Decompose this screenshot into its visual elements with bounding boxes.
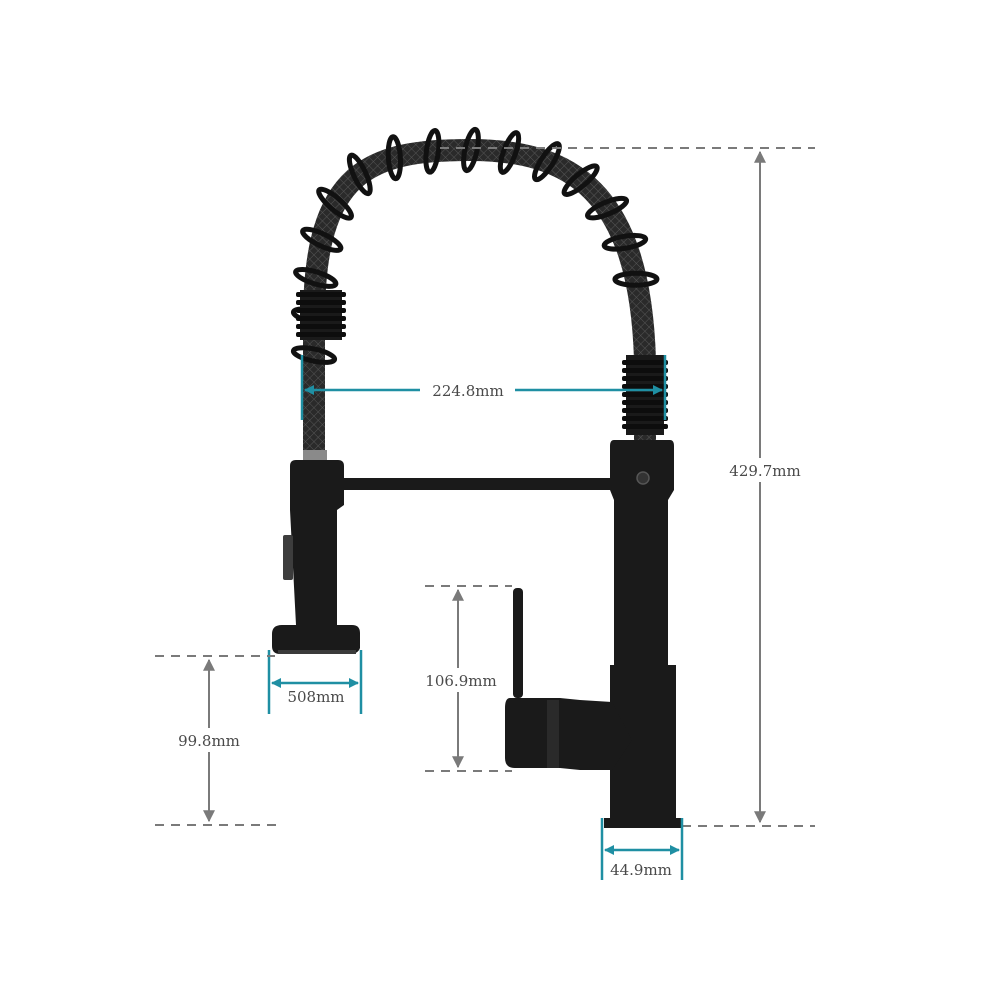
spring-hose [303,138,656,460]
spring-coil-ring [346,152,373,197]
spout-reach-label: 224.8mm [432,382,503,400]
spring-coil-ring [423,127,442,175]
spring-coil-ring [612,270,660,288]
spring-ring [296,324,346,329]
sprayer-diameter-dimension: 508mm [267,650,363,714]
spring-lower-left [296,290,346,340]
spring-coil-ring [316,186,354,221]
spring-lower-right [622,355,668,435]
spring-coil [290,126,660,365]
faucet-illustration [272,126,682,828]
spring-coil-ring [601,232,649,252]
spring-ring [296,300,346,305]
spring-coil-ring [561,163,600,197]
spring-ring [296,308,346,313]
spring-ring [622,400,668,405]
base-diameter-dimension: 44.9mm [600,818,684,880]
sprayer-clearance-dimension: 99.8mm [155,655,278,826]
support-bar [335,478,625,490]
spring-coil-ring [300,226,344,253]
base-diameter-label: 44.9mm [610,861,672,879]
faucet-handle [505,588,632,770]
release-button [636,471,650,485]
spring-ring [296,316,346,321]
spring-ring [622,392,668,397]
spring-ring [296,332,346,337]
spring-ring [622,424,668,429]
total-height-label: 429.7mm [729,462,800,480]
spring-ring [622,416,668,421]
spring-ring [622,368,668,373]
spring-coil-ring [497,130,522,175]
spring-coil-ring [385,134,404,182]
spring-coil-ring [585,195,630,221]
spout-reach-dimension: 224.8mm [300,355,667,420]
spring-coil-ring [461,126,481,174]
spring-coil-ring [532,141,562,183]
sprayer-collar [303,450,327,460]
spring-ring [622,408,668,413]
sprayer-clearance-label: 99.8mm [178,732,240,750]
handle-height-label: 106.9mm [425,672,496,690]
total-height-dimension: 429.7mm [440,147,815,827]
sprayer-diameter-label: 508mm [287,688,344,706]
spring-ring [622,360,668,365]
spring-ring [622,376,668,381]
handle-height-dimension: 106.9mm [420,585,512,772]
spring-coil-ring [290,345,338,365]
spring-ring [296,292,346,297]
spring-coil-ring [293,266,339,289]
spring-ring [622,384,668,389]
sprayer-head [272,460,360,654]
faucet-body [604,440,682,828]
